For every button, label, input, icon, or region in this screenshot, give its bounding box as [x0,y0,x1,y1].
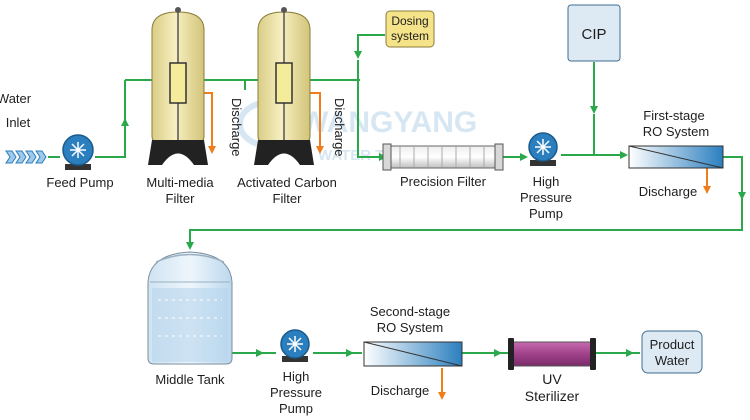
precision-filter-label: Precision Filter [400,174,487,189]
second-stage-ro: Second-stage RO System Discharge [363,304,463,398]
dosing-label-2: system [391,29,429,43]
watermark-line1: WANGYANG [300,106,477,139]
uv-sterilizer: UV Sterilizer [508,338,596,404]
ro2-discharge-label: Discharge [371,383,430,398]
activated-carbon-filter: Activated Carbon Filter Discharge [237,7,347,206]
discharge-label-multimedia: Discharge [229,98,244,157]
hp-pump-2-label-3: Pump [279,401,313,416]
carbon-filter-label-2: Filter [273,191,303,206]
feed-pump-base [65,164,91,170]
ro2-label-1: Second-stage [370,304,450,319]
hp-pump-1-label-1: High [533,174,560,189]
feed-pump: Feed Pump [46,134,114,190]
hp-pump-1-label-2: Pressure [520,190,572,205]
multimedia-filter: Multi-media Filter Discharge [146,7,244,206]
inlet-arrows-icon [5,150,47,164]
water-inlet-label-2: Inlet [6,115,31,130]
water-inlet-label-1: Water [0,91,32,106]
hp-pump-1-label-3: Pump [529,206,563,221]
hp-pump-2-label-2: Pressure [270,385,322,400]
dosing-system: Dosing system [385,10,435,48]
multimedia-filter-label-1: Multi-media [146,175,214,190]
uv-label-1: UV [542,371,562,387]
product-label-1: Product [650,337,695,352]
water-inlet: Water Inlet [0,91,47,164]
precision-filter: Precision Filter [382,143,504,189]
feed-pump-label: Feed Pump [46,175,113,190]
product-label-2: Water [655,353,690,368]
cip-unit: CIP [567,4,621,62]
dosing-label-1: Dosing [391,14,428,28]
ro1-label-1: First-stage [643,108,704,123]
hp-pump-2-label-1: High [283,369,310,384]
product-water: Product Water [641,330,703,374]
middle-tank-label: Middle Tank [155,372,225,387]
high-pressure-pump-2: High Pressure Pump [270,329,322,416]
middle-tank: Middle Tank [147,251,233,387]
discharge-label-carbon: Discharge [332,98,347,157]
uv-label-2: Sterilizer [525,388,580,404]
multimedia-filter-label-2: Filter [166,191,196,206]
cip-label: CIP [581,26,606,43]
carbon-filter-label-1: Activated Carbon [237,175,337,190]
ro1-discharge-label: Discharge [639,184,698,199]
high-pressure-pump-1: High Pressure Pump [520,132,572,221]
first-stage-ro: First-stage RO System Discharge [628,108,724,199]
flow-lines [48,34,746,357]
ro1-label-2: RO System [643,124,709,139]
ro2-label-2: RO System [377,320,443,335]
